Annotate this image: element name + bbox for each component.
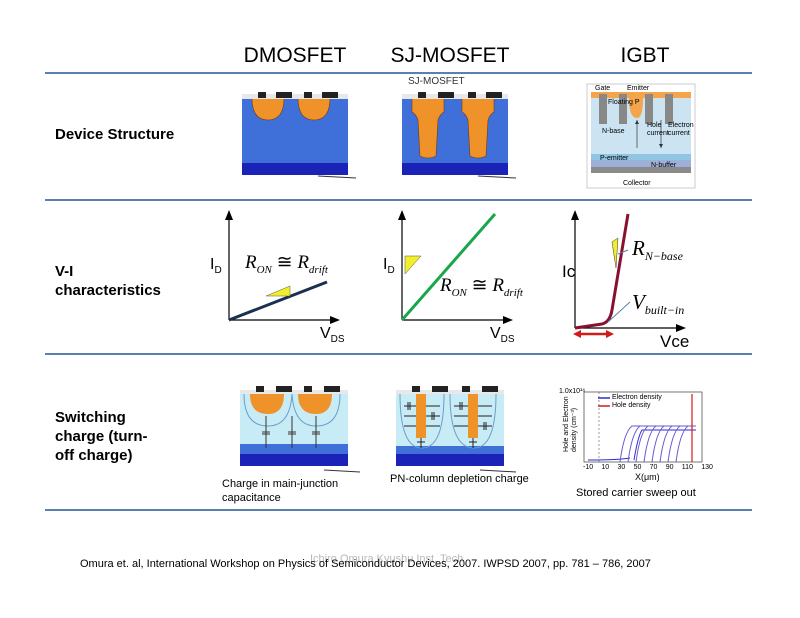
watermark: Ichiro Omura Kyushu Inst. Tech [310, 553, 464, 565]
divider-bottom [45, 509, 752, 511]
igbt-label-collector: Collector [623, 180, 651, 187]
igbt-label-pemitter: P-emitter [600, 155, 629, 162]
x-tick: 90 [665, 464, 674, 471]
igbt-vbuiltin-label: Vbuilt−in [632, 290, 685, 318]
igbt-chart-ylabel: Hole and Electron density (cm⁻³) [563, 396, 578, 452]
x-tick: -10 [583, 464, 594, 471]
legend-hole: Hole density [612, 402, 651, 409]
igbt-vi-plot [571, 210, 686, 338]
sj-mosfet-structure [402, 92, 517, 179]
divider-structure [45, 199, 752, 201]
igbt-rnbase-label: RN−base [632, 236, 683, 264]
row-header-device-structure: Device Structure [55, 126, 175, 143]
igbt-label-nbase: N-base [602, 128, 625, 135]
x-tick: 110 [681, 464, 693, 471]
x-tick: 10 [601, 464, 610, 471]
sj-vi-plot [398, 210, 513, 324]
igbt-density-chart [583, 391, 703, 463]
sj-structure-title: SJ-MOSFET [408, 76, 465, 87]
sj-x-axis-label: VDS [490, 325, 515, 346]
x-tick: 70 [649, 464, 658, 471]
igbt-switching-caption: Stored carrier sweep out [576, 487, 696, 499]
igbt-slope-triangle [611, 237, 619, 269]
dmosfet-switching-caption: Charge in main-junction capacitance [222, 478, 339, 504]
x-tick: 130 [701, 464, 713, 471]
x-tick: 30 [617, 464, 626, 471]
sj-switching-caption: PN-column depletion charge [390, 473, 529, 485]
igbt-vi-curve [574, 213, 630, 330]
column-header-dmosfet: DMOSFET [243, 44, 347, 67]
sj-y-axis-label: ID [383, 256, 395, 277]
igbt-label-nbuffer: N-buffer [651, 162, 677, 169]
dmosfet-x-axis-label: VDS [320, 325, 345, 346]
legend-electron: Electron density [612, 394, 662, 401]
sj-vi-line [400, 213, 497, 321]
divider-top [45, 72, 752, 74]
igbt-label-gate: Gate [595, 85, 611, 92]
dmosfet-vi-plot [225, 210, 340, 324]
igbt-label-electron: Electron current [668, 122, 694, 137]
sj-ron-equation: RON ≅ Rdrift [440, 275, 523, 299]
dmosfet-slope-triangle [265, 285, 291, 297]
igbt-y-axis-label: Ic [562, 262, 576, 281]
dmosfet-y-axis-label: ID [210, 256, 222, 277]
row-header-vi: V-I characteristics [55, 263, 161, 299]
column-header-sj-mosfet: SJ-MOSFET [390, 44, 510, 67]
sj-switching-diagram [396, 386, 517, 473]
row-header-switching: Switching charge (turn-off charge) [55, 409, 148, 464]
dmosfet-ron-equation: RON ≅ Rdrift [245, 252, 328, 276]
sj-slope-triangle [404, 255, 422, 275]
igbt-label-hole: Hole current [647, 122, 669, 137]
igbt-chart-xticks: -10 10 30 50 70 90 110 130 [583, 464, 713, 471]
dmosfet-structure [242, 92, 357, 179]
igbt-chart-ytop: 1.0x10¹⁶ [559, 388, 586, 395]
x-tick: 50 [633, 464, 642, 471]
electron-density-curve [587, 429, 696, 461]
igbt-structure [586, 83, 696, 189]
igbt-chart-xlabel: X(μm) [635, 472, 660, 482]
igbt-label-emitter: Emitter [627, 85, 650, 92]
dmosfet-vi-line [228, 280, 328, 322]
citation-footer: Omura et. al, International Workshop on … [80, 558, 651, 570]
igbt-x-axis-label: Vce [660, 332, 690, 351]
dmosfet-switching-diagram [240, 386, 361, 473]
column-header-igbt: IGBT [620, 44, 670, 67]
divider-vi [45, 353, 752, 355]
igbt-label-floating: Floating P [608, 99, 640, 106]
